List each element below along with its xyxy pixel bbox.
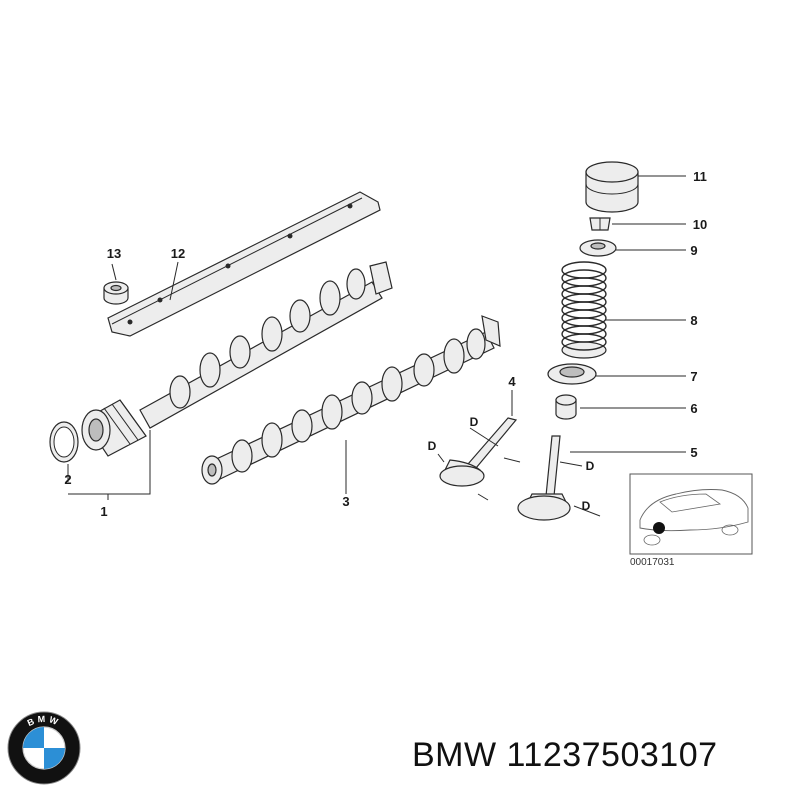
part-5-valve: [517, 435, 571, 521]
leader-lines: [67, 175, 686, 517]
callout-7: 7: [690, 369, 697, 384]
callout-labels: 1 2 3 4 5 6 7 8 9 10 11 13 12: [64, 169, 707, 519]
callout-11: 11: [693, 169, 707, 184]
logo-letters: BMW: [26, 714, 59, 728]
callout-8: 8: [690, 313, 697, 328]
part-11-tappet: [585, 161, 639, 213]
dimension-d-3: D: [586, 459, 595, 473]
part-6-stem-seal: [555, 394, 577, 420]
callout-6: 6: [690, 401, 697, 416]
part-13-nut: [103, 281, 129, 305]
dimension-d-1: D: [470, 415, 479, 429]
callout-5: 5: [690, 445, 697, 460]
dimension-d-2: D: [428, 439, 437, 453]
bmw-logo-icon: BMW: [7, 711, 81, 785]
part-3-camshaft: [201, 315, 501, 485]
part-8-valve-spring: [561, 261, 607, 359]
part-2-seal-ring: [49, 421, 79, 463]
part-1-camshaft: [81, 261, 393, 457]
callout-13: 13: [107, 246, 121, 261]
part-10-keeper: [589, 217, 611, 231]
part-4-valve: [439, 417, 518, 487]
part-9-retainer: [579, 239, 617, 257]
callout-1: 1: [100, 504, 107, 519]
svg-text:BMW: BMW: [26, 714, 62, 728]
callout-3: 3: [342, 494, 349, 509]
dimension-d-4: D: [582, 499, 591, 513]
callout-4: 4: [508, 374, 516, 389]
part-7-spring-seat: [547, 363, 597, 385]
callout-9: 9: [690, 243, 697, 258]
callout-2: 2: [64, 472, 71, 487]
location-marker: [653, 522, 665, 534]
callout-12: 12: [171, 246, 185, 261]
part-12-strip: [107, 191, 381, 337]
callout-10: 10: [693, 217, 707, 232]
inset-reference-number: 00017031: [630, 557, 675, 568]
car-location-inset: 00017031: [629, 473, 753, 568]
part-number-caption: BMW 11237503107: [412, 736, 718, 774]
dimension-labels: D D D D: [428, 415, 595, 513]
